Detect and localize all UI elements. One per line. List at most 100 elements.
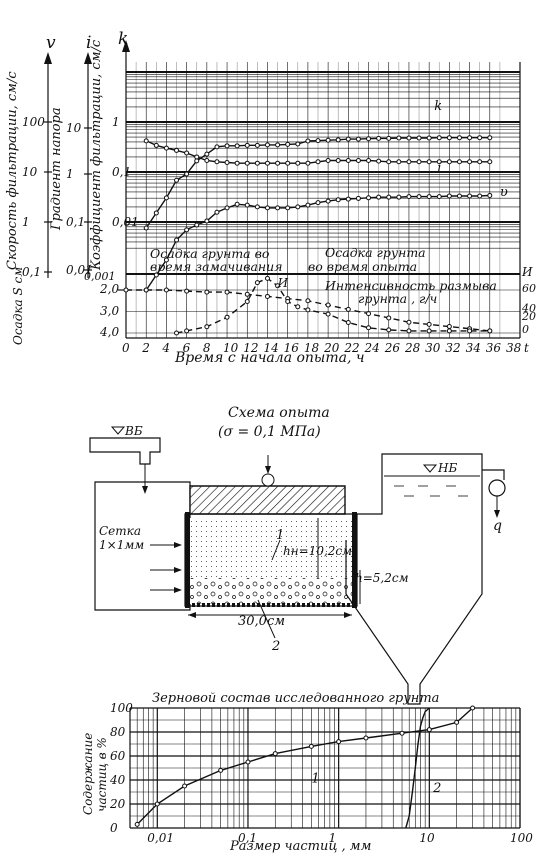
mesh-size-label: 1×1мм	[99, 538, 144, 552]
series-k-point	[295, 160, 301, 166]
series-v-point	[305, 202, 311, 208]
series-i-point	[194, 158, 200, 164]
series-erosion-point	[467, 328, 473, 334]
series-v-point	[406, 194, 412, 200]
k-axis-arrow	[122, 40, 130, 52]
series-erosion-point	[426, 328, 432, 334]
settling-tank	[345, 453, 483, 705]
experiment-scheme: Схема опыта (σ = 0,1 МПа) ВБ Сетка 1×1мм…	[89, 405, 506, 705]
series-v-point	[355, 195, 361, 201]
series-v-point	[335, 197, 341, 203]
time-tick: t	[524, 341, 529, 355]
grain-x-tick: 0,01	[147, 831, 174, 845]
series-k-point	[487, 159, 493, 165]
time-tick: 4	[161, 341, 170, 355]
v-axis-arrow	[44, 52, 52, 64]
series-settlement-point	[244, 291, 250, 297]
i-tick: 0,01	[66, 263, 93, 277]
grain-curve-1-point	[182, 783, 188, 789]
i-tick: 1	[66, 167, 74, 181]
series-k-point	[234, 160, 240, 166]
series-v-point	[295, 204, 301, 210]
series-k-point	[264, 160, 270, 166]
series-erosion-point	[285, 299, 291, 304]
series-erosion-point	[174, 330, 180, 336]
i-tick: 0,001	[84, 270, 116, 283]
series-settlement-point	[184, 288, 190, 294]
v-tick: 0,1	[22, 265, 41, 279]
series-v-point	[244, 202, 250, 208]
series-k-point	[406, 159, 412, 165]
time-tick: 20	[323, 341, 340, 355]
grain-y-tick: 40	[109, 773, 126, 787]
series-i-point	[153, 210, 159, 216]
grain-xlabel: Размер частиц , мм	[229, 839, 371, 854]
series-settlement-point	[345, 306, 351, 312]
series-erosion-point	[184, 328, 190, 334]
series-k-point	[467, 159, 473, 165]
outlet-valve	[488, 479, 506, 497]
grain-curve-1-point	[426, 727, 432, 733]
series-k-point	[477, 159, 483, 165]
annotation-osadka-4: во время опыта	[308, 259, 417, 274]
grain-curve-1-point	[470, 705, 476, 711]
series-i-point	[325, 137, 331, 143]
series-v-point	[366, 195, 372, 201]
grain-title: Зерновой состав исследованного грунта	[152, 691, 439, 706]
series-v-point	[153, 272, 159, 278]
series-i-point	[254, 142, 260, 148]
time-tick: 30	[425, 341, 441, 355]
series-i-point	[143, 225, 149, 231]
k-tick: 0,1	[112, 165, 131, 179]
annotation-osadka-1: Осадка грунта во	[150, 246, 269, 261]
grain-x-tick: 100	[510, 831, 533, 845]
label-k: k	[434, 99, 442, 114]
s-tick: 2,0	[99, 282, 119, 296]
time-tick: 26	[384, 341, 401, 355]
grain-curve-1-point	[308, 743, 314, 749]
lower-bief-label: НБ	[437, 461, 457, 475]
series-i-point	[234, 143, 240, 149]
time-tick: 0	[122, 341, 130, 355]
series-k-point	[426, 159, 432, 165]
series-i-point	[295, 141, 301, 147]
series-k-point	[184, 150, 190, 156]
series-v-point	[194, 222, 200, 228]
series-k-point	[376, 158, 382, 164]
series-k-point	[194, 154, 200, 160]
mesh-left	[185, 512, 190, 608]
series-i-point	[315, 138, 321, 144]
grain-label-2: 2	[432, 781, 441, 796]
v-tick: 100	[22, 115, 45, 129]
grain-curve-1-point	[218, 767, 224, 773]
grain-curve-1-point	[272, 751, 278, 757]
series-i-point	[345, 136, 351, 142]
series-i-point	[184, 171, 190, 177]
series-k-point	[396, 159, 402, 165]
grain-series: 12	[134, 705, 476, 829]
load-arrow	[265, 466, 271, 474]
time-tick: 22	[343, 341, 359, 355]
series-v-point	[376, 194, 382, 200]
v-axis-label: Скорость фильтрации, см/с	[5, 71, 20, 270]
i-tick: 0,1	[66, 215, 85, 229]
k-axis-label: Коэффициент фильтрации, см/с	[89, 39, 104, 271]
series-k-point	[335, 157, 341, 163]
series-settlement-point	[264, 293, 270, 299]
time-tick: 16	[284, 341, 300, 355]
grain-curve-1-point	[454, 719, 460, 725]
series-erosion-point	[386, 327, 392, 333]
grain-curve-2	[405, 707, 430, 829]
series-v-point	[487, 192, 493, 198]
annotation-erosion-2: грунта , г/ч	[358, 291, 437, 306]
series-v-point	[275, 205, 281, 211]
series-v-point	[224, 205, 230, 211]
series-k-point	[163, 145, 169, 151]
series-k-point	[386, 159, 392, 165]
series-erosion-point	[446, 328, 452, 334]
grain-label-1: 1	[311, 771, 319, 786]
series-v-point	[345, 196, 351, 202]
grain-curve-1	[136, 707, 474, 825]
series-v-point	[456, 193, 462, 199]
